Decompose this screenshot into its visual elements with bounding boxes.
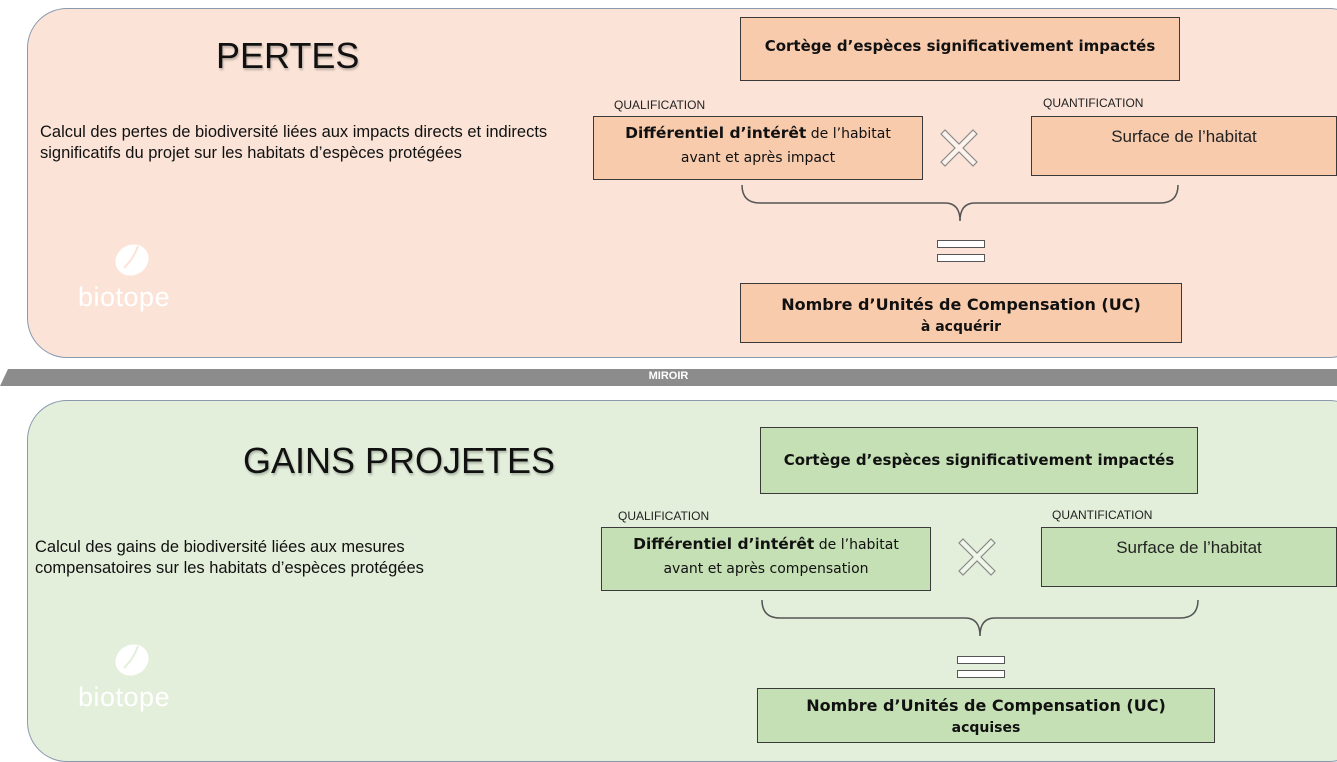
losses-surface-box: Surface de l’habitat [1031, 116, 1337, 176]
leaf-icon [115, 244, 149, 276]
multiply-icon [958, 538, 996, 576]
gains-result-box: Nombre d’Unités de Compensation (UC) acq… [757, 688, 1215, 743]
surface-text: Surface de l’habitat [1111, 127, 1257, 146]
losses-result-box: Nombre d’Unités de Compensation (UC) à a… [740, 283, 1182, 343]
logo-wordmark: biotope [78, 282, 171, 312]
result-line2: à acquérir [920, 319, 1002, 335]
mirror-label: MIROIR [648, 370, 689, 382]
losses-qualification-label: QUALIFICATION [614, 98, 706, 112]
cortege-text: Cortège d’espèces significativement impa… [783, 451, 1175, 469]
losses-quantification-label: QUANTIFICATION [1043, 96, 1144, 110]
mirror-bar: MIROIR [0, 369, 1337, 386]
equals-icon [957, 656, 1005, 684]
equals-icon [937, 240, 985, 268]
gains-differential-box: Différentiel d’intérêt de l’habitat avan… [601, 527, 931, 591]
brace-icon [741, 184, 1179, 222]
losses-differential-box: Différentiel d’intérêt de l’habitat avan… [593, 116, 923, 180]
cortege-text: Cortège d’espèces significativement impa… [764, 37, 1156, 55]
result-bold-text: Nombre d’Unités de Compensation (UC) [806, 696, 1166, 715]
differential-bold-text: Différentiel d’intérêt [625, 124, 807, 142]
gains-title: GAINS PROJETES [243, 440, 556, 481]
leaf-icon [115, 644, 149, 676]
losses-title: PERTES [216, 35, 360, 76]
losses-description: Calcul des pertes de biodiversité liées … [40, 123, 548, 162]
losses-cortege-box: Cortège d’espèces significativement impa… [740, 17, 1180, 81]
gains-surface-box: Surface de l’habitat [1041, 527, 1337, 587]
differential-rest-text: de l’habitat [806, 126, 891, 142]
differential-bold-text: Différentiel d’intérêt [633, 535, 815, 553]
differential-line2: avant et après impact [680, 150, 836, 166]
surface-text: Surface de l’habitat [1116, 538, 1262, 557]
multiply-icon [940, 129, 978, 167]
gains-qualification-label: QUALIFICATION [618, 509, 710, 523]
result-line2: acquises [951, 720, 1021, 736]
gains-quantification-label: QUANTIFICATION [1052, 508, 1153, 522]
result-bold-text: Nombre d’Unités de Compensation (UC) [781, 295, 1141, 314]
differential-line2: avant et après compensation [663, 561, 869, 577]
logo-wordmark: biotope [78, 682, 171, 712]
gains-cortege-box: Cortège d’espèces significativement impa… [760, 427, 1198, 494]
gains-description: Calcul des gains de biodiversité liées a… [35, 538, 424, 577]
differential-rest-text: de l’habitat [814, 537, 899, 553]
brace-icon [761, 599, 1199, 637]
